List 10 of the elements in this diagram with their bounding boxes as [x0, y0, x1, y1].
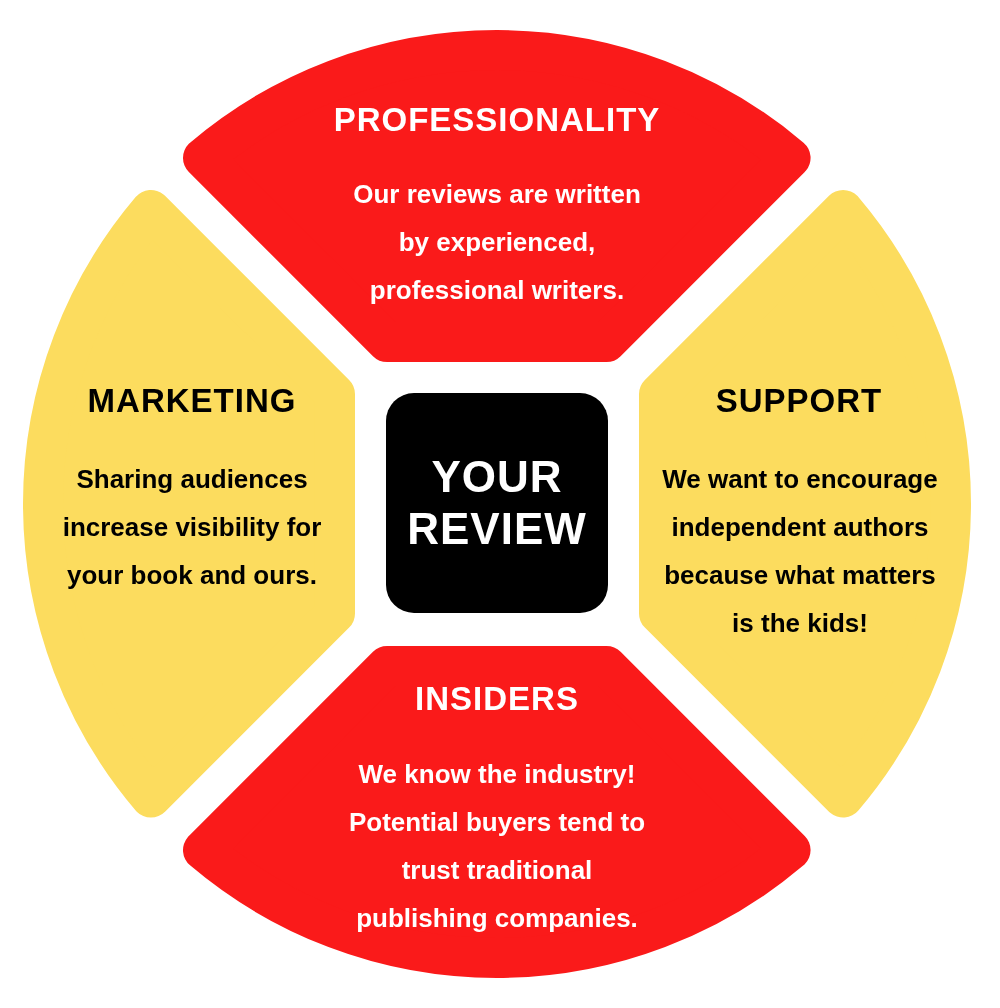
segment-description: Our reviews are written by experienced, professional writers.	[352, 178, 642, 307]
center-tile	[386, 393, 608, 613]
segment-description: Sharing audiences increase visibility for your book and ours.	[61, 463, 323, 592]
segment-description: We know the industry! Potential buyers tend to trust traditional publishing companies.	[347, 758, 647, 935]
segment-heading: MARKETING	[86, 381, 298, 421]
segment-heading: INSIDERS	[414, 679, 580, 719]
segment-description: We want to encourage independent authors because what matters is the kids!	[661, 463, 939, 640]
center-title: YOUR REVIEW	[406, 451, 588, 555]
segment-heading: PROFESSIONALITY	[332, 100, 662, 140]
segment-heading: SUPPORT	[714, 381, 884, 421]
